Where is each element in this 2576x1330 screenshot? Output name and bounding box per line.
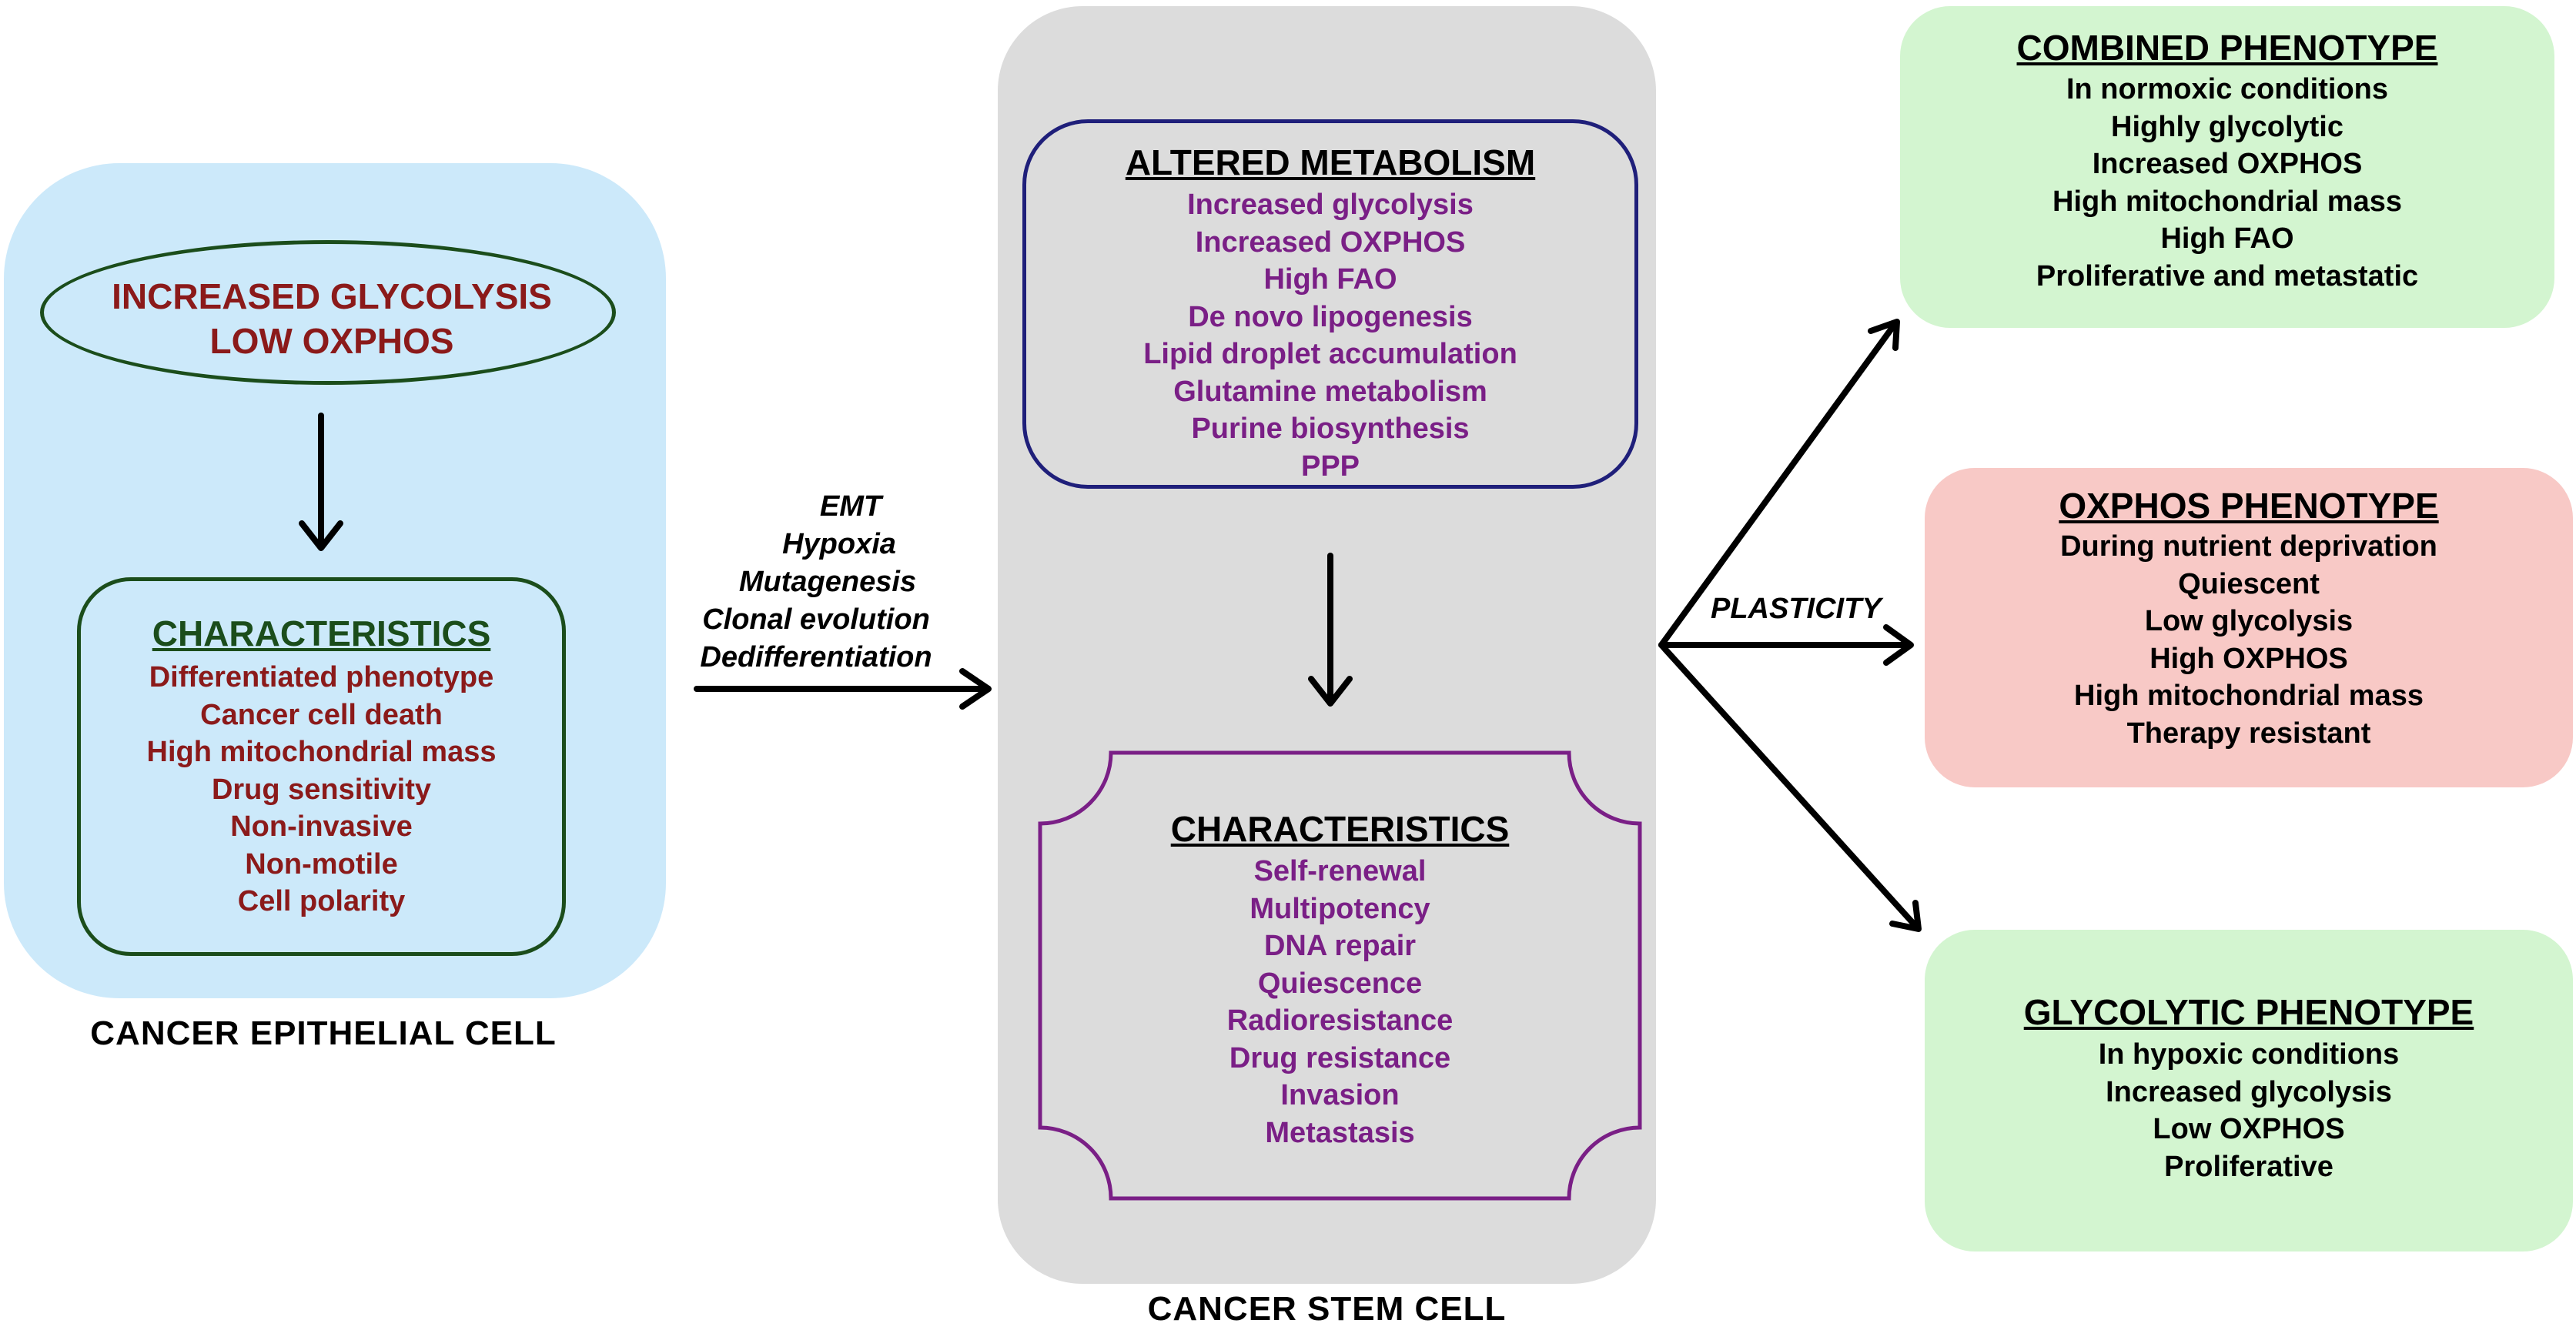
list-item: Quiescence	[1257, 967, 1423, 1000]
list-item: In normoxic conditions	[2066, 73, 2389, 105]
list-item: DNA repair	[1263, 930, 1417, 962]
list-item: Low OXPHOS	[2153, 1113, 2345, 1145]
list-item: Increased glycolysis	[1187, 189, 1474, 221]
stem-cell-caption: CANCER STEM CELL	[1147, 1290, 1507, 1328]
list-item: PPP	[1300, 449, 1360, 483]
list-item: High mitochondrial mass	[2074, 680, 2424, 712]
list-item: During nutrient deprivation	[2060, 530, 2437, 563]
transition-item: Hypoxia	[782, 528, 896, 560]
list-item: Purine biosynthesis	[1191, 413, 1470, 445]
glycolytic-phenotype-box	[1925, 930, 2573, 1251]
list-item: In hypoxic conditions	[2098, 1038, 2400, 1071]
combined-phenotype-title: COMBINED PHENOTYPE	[2016, 28, 2438, 68]
epithelial-characteristics-list: Differentiated phenotype Cancer cell dea…	[77, 659, 566, 921]
list-item: Increased OXPHOS	[2092, 148, 2363, 180]
altered-metabolism-list: Increased glycolysis Increased OXPHOS Hi…	[1022, 186, 1638, 485]
transition-item: Clonal evolution	[702, 603, 930, 636]
list-item: High OXPHOS	[2149, 642, 2348, 675]
glycolytic-phenotype-list: In hypoxic conditions Increased glycolys…	[1925, 1036, 2573, 1185]
epithelial-metabolism-line-1: INCREASED GLYCOLYSIS	[112, 276, 552, 316]
list-item: High mitochondrial mass	[2052, 185, 2402, 218]
transition-item: Mutagenesis	[738, 566, 917, 598]
list-item: Non-invasive	[230, 810, 413, 843]
arrow-to-oxphos	[1658, 624, 1914, 666]
arrow-epithelial-down	[299, 413, 343, 551]
list-item: Low glycolysis	[2144, 605, 2354, 637]
arrow-to-combined	[1658, 319, 1900, 648]
list-item: De novo lipogenesis	[1188, 300, 1473, 333]
list-item: Radioresistance	[1226, 1004, 1454, 1037]
stem-characteristics-title: CHARACTERISTICS	[1170, 809, 1510, 849]
epithelial-metabolism-oval	[40, 240, 616, 385]
oxphos-phenotype-title: OXPHOS PHENOTYPE	[2059, 486, 2439, 526]
list-item: Metastasis	[1265, 1116, 1415, 1149]
glycolytic-phenotype-title: GLYCOLYTIC PHENOTYPE	[2023, 992, 2474, 1032]
transition-item: EMT	[819, 490, 882, 523]
epithelial-characteristics-title: CHARACTERISTICS	[152, 613, 491, 653]
plasticity-label: PLASTICITY	[1711, 593, 1882, 625]
list-item: Non-motile	[245, 847, 398, 881]
list-item: Glutamine metabolism	[1173, 375, 1487, 408]
list-item: Therapy resistant	[2126, 717, 2371, 750]
stem-characteristics-list: Self-renewal Multipotency DNA repair Qui…	[1038, 853, 1642, 1151]
list-item: Lipid droplet accumulation	[1143, 338, 1517, 370]
transition-item: Dedifferentiation	[700, 641, 932, 673]
stem-characteristics-frame	[1038, 750, 1642, 1201]
list-item: Proliferative	[2164, 1150, 2333, 1183]
arrow-stem-down	[1308, 553, 1353, 707]
epithelial-characteristics-box	[77, 577, 566, 956]
list-item: High FAO	[2160, 222, 2294, 255]
list-item: High mitochondrial mass	[146, 736, 497, 768]
list-item: Proliferative and metastatic	[2036, 259, 2419, 292]
combined-phenotype-box	[1900, 6, 2554, 328]
list-item: Invasion	[1280, 1079, 1400, 1111]
list-item: Drug sensitivity	[211, 773, 432, 806]
oxphos-phenotype-box	[1925, 468, 2573, 787]
transition-labels: EMT Hypoxia Mutagenesis Clonal evolution…	[677, 488, 955, 677]
epithelial-metabolism-line-2: LOW OXPHOS	[209, 321, 454, 361]
oxphos-phenotype-list: During nutrient deprivation Quiescent Lo…	[1925, 528, 2573, 752]
list-item: Self-renewal	[1253, 855, 1427, 887]
list-item: Cell polarity	[237, 885, 406, 917]
list-item: Increased glycolysis	[2106, 1075, 2392, 1108]
list-item: Multipotency	[1250, 892, 1430, 925]
list-item: Increased OXPHOS	[1195, 226, 1466, 259]
list-item: Highly glycolytic	[2111, 110, 2343, 143]
list-item: Differentiated phenotype	[149, 661, 494, 693]
arrow-epithelial-to-stem	[694, 668, 992, 710]
combined-phenotype-list: In normoxic conditions Highly glycolytic…	[1900, 71, 2554, 295]
altered-metabolism-box	[1022, 119, 1638, 489]
list-item: High FAO	[1263, 263, 1397, 296]
list-item: Quiescent	[2178, 567, 2320, 600]
altered-metabolism-title: ALTERED METABOLISM	[1125, 142, 1536, 182]
list-item: Drug resistance	[1229, 1041, 1451, 1074]
arrow-to-glycolytic	[1658, 642, 1922, 932]
list-item: Cancer cell death	[200, 698, 443, 731]
epithelial-cell-caption: CANCER EPITHELIAL CELL	[90, 1014, 557, 1052]
